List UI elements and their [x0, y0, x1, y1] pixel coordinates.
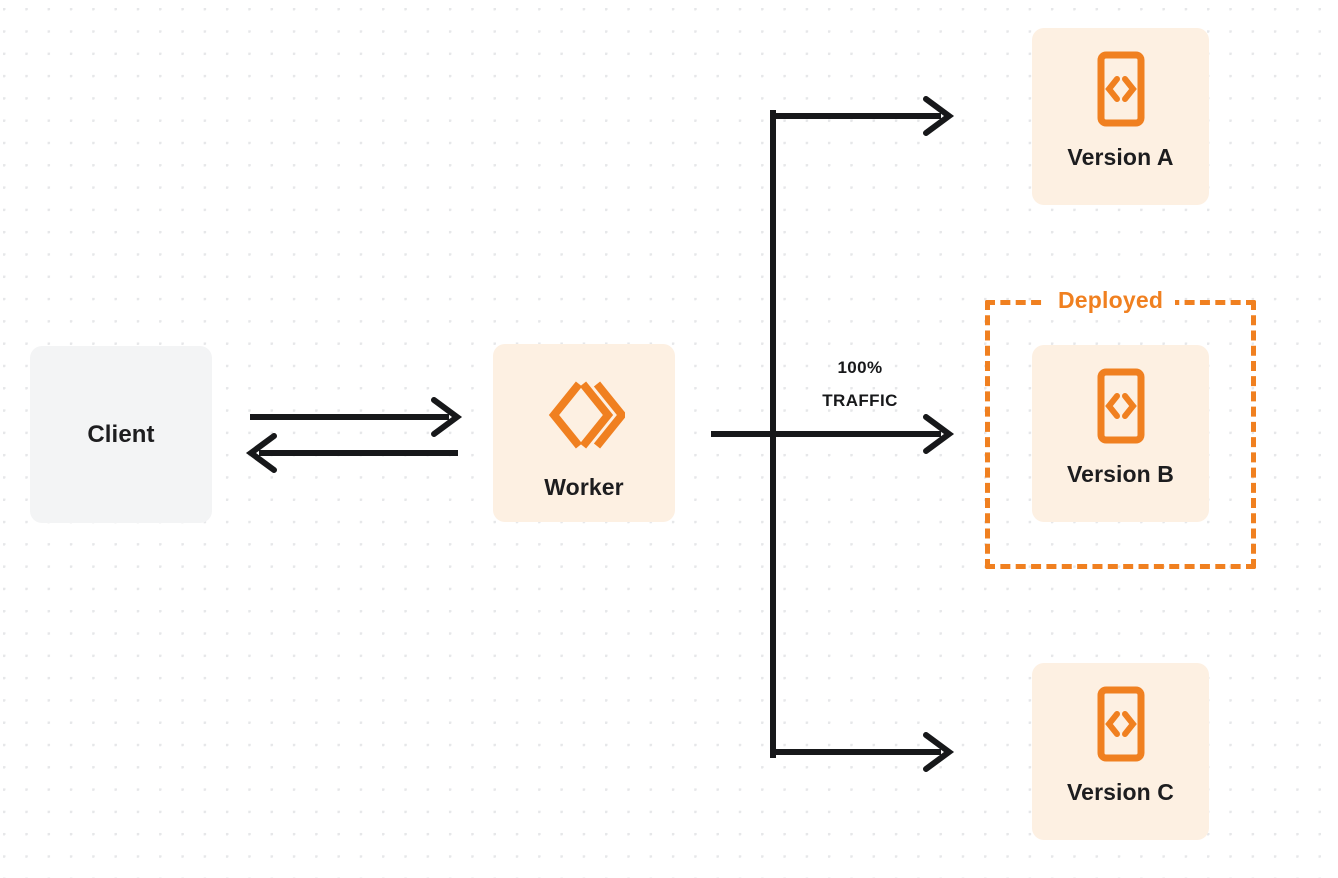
cloudflare-workers-logo-icon — [543, 374, 625, 456]
node-version-a-label: Version A — [1067, 144, 1174, 170]
node-version-b[interactable]: Version B — [1032, 345, 1209, 522]
traffic-percent: 100% — [837, 358, 883, 377]
node-worker[interactable]: Worker — [493, 344, 675, 522]
arrow-worker-to-version-b — [711, 414, 955, 454]
traffic-unit: TRAFFIC — [822, 391, 898, 410]
code-document-icon — [1090, 50, 1152, 128]
deployed-group-label: Deployed — [1046, 286, 1176, 314]
code-document-icon — [1090, 367, 1152, 445]
node-worker-label: Worker — [544, 474, 624, 500]
arrow-worker-to-client — [245, 433, 458, 473]
node-version-c[interactable]: Version C — [1032, 663, 1209, 840]
node-version-b-label: Version B — [1067, 461, 1174, 487]
node-client-label: Client — [87, 420, 155, 448]
node-version-a[interactable]: Version A — [1032, 28, 1209, 205]
traffic-label: 100% TRAFFIC — [790, 351, 930, 417]
arrow-worker-to-version-c — [770, 732, 955, 772]
arrow-worker-to-version-a — [770, 96, 955, 136]
node-version-c-label: Version C — [1067, 779, 1174, 805]
code-document-icon — [1090, 685, 1152, 763]
node-client[interactable]: Client — [30, 346, 212, 523]
arrow-client-to-worker — [250, 397, 463, 437]
